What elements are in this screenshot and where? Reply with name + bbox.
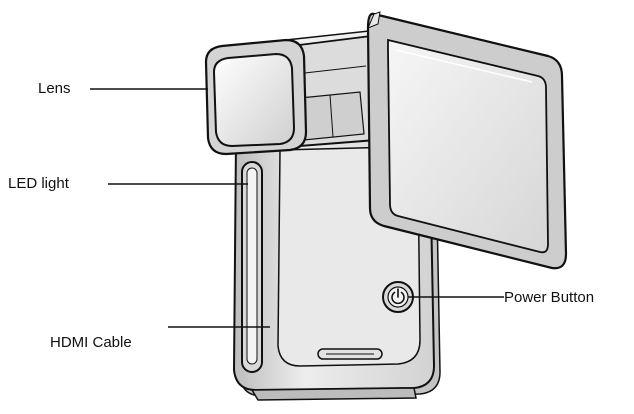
power-button-label: Power Button xyxy=(504,289,595,306)
lens-icon xyxy=(212,52,296,148)
lcd-screen xyxy=(387,38,549,254)
lens-label: Lens xyxy=(38,80,71,97)
led-strip-inner xyxy=(246,167,258,365)
hdmi-cable-label: HDMI Cable xyxy=(50,334,132,351)
base-foot xyxy=(250,387,417,401)
led-light-label: LED light xyxy=(8,175,69,192)
power-icon xyxy=(391,288,405,305)
